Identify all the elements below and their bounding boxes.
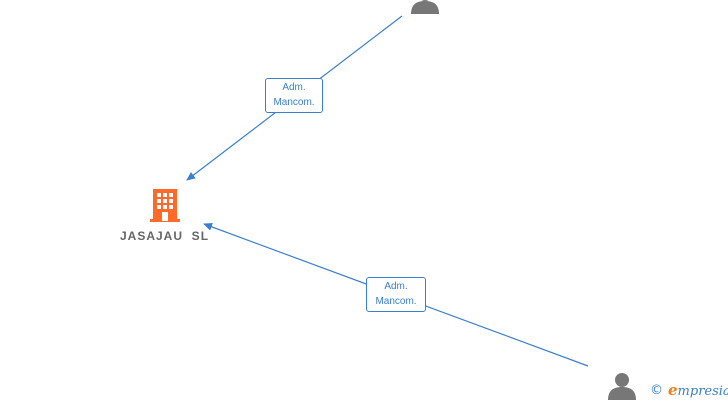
building-icon [150,189,180,222]
brand-rest: mpresia [677,384,728,399]
company-name[interactable]: JASAJAU SL [120,229,210,243]
brand-name: empresia [668,381,728,399]
company-node[interactable] [110,187,220,223]
person-icon [411,0,439,14]
relation-label-2[interactable]: Adm. Mancom. [366,277,426,312]
relation-label-1-line2: Mancom. [273,97,315,108]
person-icon [608,373,636,400]
copyright-symbol: © [650,382,663,398]
relation-label-2-line2: Mancom. [375,296,417,307]
person-node-1[interactable] [410,0,440,19]
person-node-2[interactable] [607,372,637,400]
relation-label-2-line1: Adm. [384,281,408,292]
relation-label-1-line1: Adm. [282,82,306,93]
brand-watermark: © empresia [650,380,728,400]
relation-label-1[interactable]: Adm. Mancom. [265,78,323,113]
brand-initial: e [668,381,678,399]
